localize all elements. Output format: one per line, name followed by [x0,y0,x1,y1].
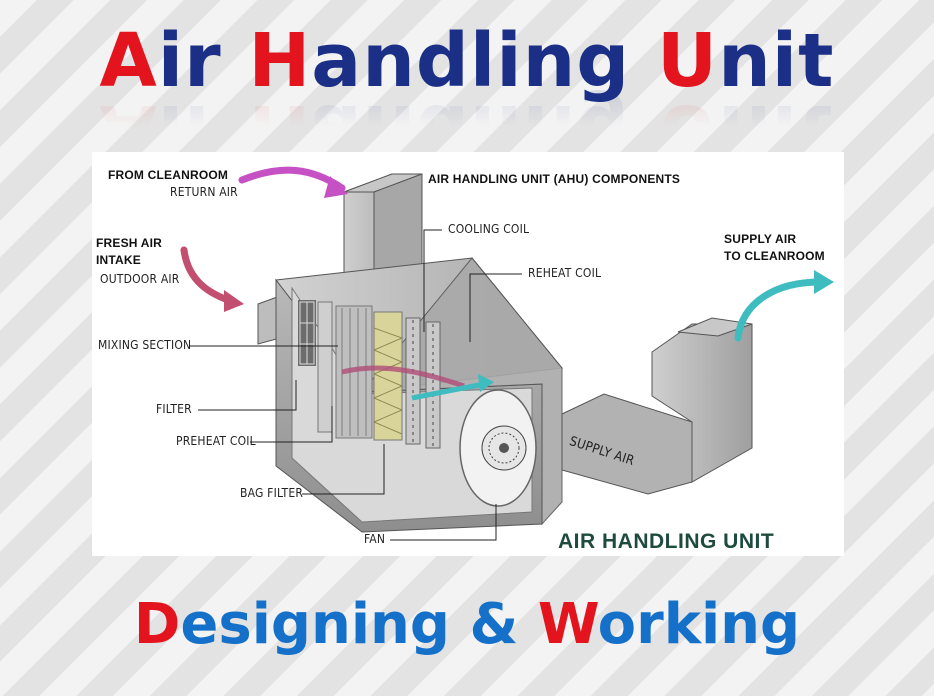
ahu-diagram: FROM CLEANROOM RETURN AIR AIR HANDLING U… [92,152,844,556]
return-air-label: RETURN AIR [170,185,238,199]
outdoor-air-arrowhead [224,290,244,312]
title-initial-u: U [657,18,719,104]
fan-label: FAN [364,532,386,546]
diagram-heading: AIR HANDLING UNIT (AHU) COMPONENTS [428,172,681,186]
subtitle-initial-w: W [537,592,598,657]
unit-caption: AIR HANDLING UNIT [558,530,775,553]
subtitle-word-orking: orking [597,592,801,657]
outdoor-air-label: OUTDOOR AIR [100,272,180,286]
leader-reheat-coil [469,273,522,342]
bag-filter-label: BAG FILTER [240,486,304,500]
supply-air-arrowhead [814,270,834,294]
subtitle: Designing & Working [0,592,934,657]
main-title: Air Handling Unit [0,18,934,104]
ahu-illustration [180,166,834,541]
reheat-coil-label: REHEAT COIL [528,266,602,280]
subtitle-initial-d: D [133,592,181,657]
leader-cooling-coil [423,229,442,332]
internal-airflow-arrowhead [478,374,494,392]
coil-banks [405,317,441,449]
filter-label: FILTER [156,402,192,416]
bag-filter-bank [372,311,404,441]
leader-fan [390,504,497,541]
mixing-section-label: MIXING SECTION [98,338,192,352]
return-air-arrow [238,166,346,192]
intake-label: INTAKE [96,253,141,267]
subtitle-word-esigning: esigning & [180,592,538,657]
return-air-arrowhead [324,176,348,198]
supply-air-target-label: SUPPLY AIR [724,232,797,246]
return-air-source-label: FROM CLEANROOM [108,168,229,182]
title-word-andling: andling [311,18,658,104]
leader-lines [190,229,522,541]
fan-assembly [459,389,537,507]
supply-air-duct [561,317,753,495]
title-initial-a: A [99,18,158,104]
internal-airflow-arrow-teal [411,381,485,401]
title-initial-h: H [248,18,312,104]
mixing-section-grille [298,300,316,366]
supply-air-arrow [734,278,824,342]
to-cleanroom-label: TO CLEANROOM [724,249,825,263]
leader-preheat-coil [250,406,333,443]
cooling-coil-label: COOLING COIL [448,222,530,236]
title-word-nit: nit [718,18,835,104]
preheat-coil-label: PREHEAT COIL [176,434,256,448]
leader-bag-filter [302,444,385,495]
leader-filter [198,380,297,411]
fresh-air-label: FRESH AIR [96,236,163,250]
title-word-ir: ir [157,18,249,104]
internal-airflow-arrow [341,365,465,389]
